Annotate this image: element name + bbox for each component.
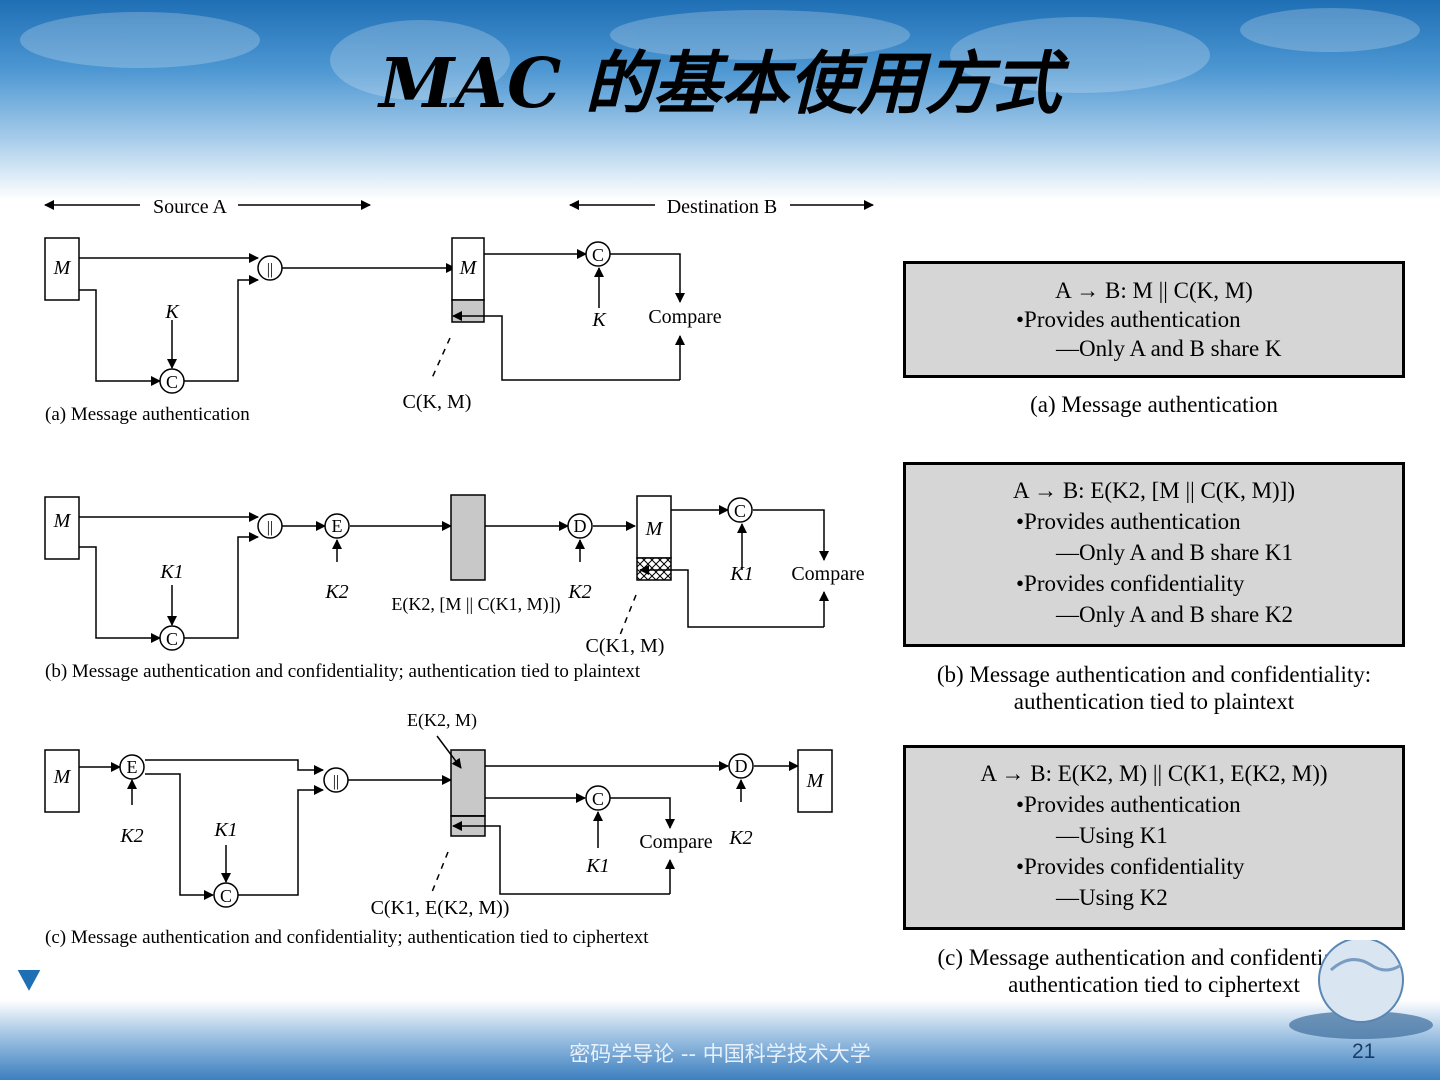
summary-box-c: A → B: E(K2, M) || C(K1, E(K2, M)) •Prov… [903, 745, 1405, 930]
summary-b-line4: •Provides confidentiality [1016, 571, 1245, 596]
a-key: K [164, 301, 180, 323]
summary-c-line4: •Provides confidentiality [1016, 854, 1245, 879]
source-label: Source A [153, 196, 227, 218]
summary-b-line1: A → B: E(K2, [M || C(K, M)]) [1013, 478, 1295, 503]
c-recv-key1: K1 [585, 855, 609, 877]
b-dec-key2: K2 [567, 581, 591, 603]
b-key2: K2 [324, 581, 348, 603]
page-number: 21 [1352, 1040, 1376, 1063]
a-recv-key: K [591, 309, 607, 331]
c-encrypt: E [127, 757, 138, 777]
summary-a-line3: —Only A and B share K [1056, 336, 1282, 361]
summary-box-b: A → B: E(K2, [M || C(K, M)]) •Provides a… [903, 462, 1405, 647]
summary-b-caption1: (b) Message authentication and confident… [936, 662, 1372, 687]
world-map-decoration [20, 8, 1420, 100]
c-compare: Compare [639, 831, 712, 853]
summary-c-line5: —Using K2 [1056, 885, 1168, 910]
c-mac-fn: C [220, 886, 232, 906]
summary-c-line1: A → B: E(K2, M) || C(K1, E(K2, M)) [980, 761, 1328, 786]
summary-a-caption: (a) Message authentication [903, 391, 1405, 418]
c-message: M [53, 766, 72, 788]
c-dec-key2: K2 [728, 827, 752, 849]
summary-a-caption1: (a) Message authentication [1030, 392, 1278, 417]
b-recv-message: M [645, 518, 664, 540]
header-background [0, 0, 1440, 200]
a-concat: || [267, 261, 273, 278]
summary-c-line2: •Provides authentication [1016, 792, 1241, 817]
a-compare: Compare [648, 306, 721, 328]
summary-c-line3: —Using K1 [1056, 823, 1168, 848]
footer-text: 密码学导论 -- 中国科学技术大学 [569, 1042, 871, 1066]
b-key1: K1 [159, 561, 183, 583]
b-mac-fn: C [166, 629, 178, 649]
a-recv-mac-fn: C [592, 245, 604, 265]
c-cipher-label: E(K2, M) [407, 710, 477, 731]
summary-b-caption2: authentication tied to plaintext [1013, 689, 1295, 714]
mac-flow-diagram: Source A Destination B M || C K M C K Co… [44, 196, 874, 948]
summary-c-caption2: authentication tied to ciphertext [1008, 972, 1300, 997]
a-mac-fn: C [166, 372, 178, 392]
nav-triangle-icon[interactable] [14, 965, 44, 995]
summary-c-caption1: (c) Message authentication and confident… [937, 945, 1371, 970]
c-decrypt: D [735, 756, 748, 776]
b-compare: Compare [791, 563, 864, 585]
b-message: M [53, 510, 72, 532]
summary-c-caption: (c) Message authentication and confident… [903, 944, 1405, 998]
c-output-message: M [806, 770, 825, 792]
summary-a-line1: A → B: M || C(K, M) [1055, 278, 1253, 303]
globe-icon [1289, 940, 1433, 1039]
footer-background [0, 1000, 1440, 1080]
c-recv-mac-fn: C [592, 789, 604, 809]
b-decrypt: D [574, 516, 587, 536]
a-caption: (a) Message authentication [45, 404, 250, 425]
c-mac-label: C(K1, E(K2, M)) [371, 897, 510, 919]
summary-b-line2: •Provides authentication [1016, 509, 1241, 534]
summary-b-caption: (b) Message authentication and confident… [903, 661, 1405, 715]
a-message: M [53, 257, 72, 279]
a-mac-label: C(K, M) [403, 391, 472, 413]
c-caption: (c) Message authentication and confident… [45, 927, 649, 948]
slide-title: MAC 的基本使用方式 [379, 44, 1061, 124]
a-recv-message: M [459, 257, 478, 279]
c-key2: K2 [119, 825, 143, 847]
summary-box-a: A → B: M || C(K, M) •Provides authentica… [903, 261, 1405, 378]
c-key1: K1 [213, 819, 237, 841]
summary-b-line5: —Only A and B share K2 [1056, 602, 1294, 627]
summary-a-line2: •Provides authentication [1016, 307, 1241, 332]
b-recv-mac-fn: C [734, 501, 746, 521]
b-cipher-label: E(K2, [M || C(K1, M)]) [391, 594, 560, 615]
b-concat: || [267, 519, 273, 536]
b-recv-key1: K1 [729, 563, 753, 585]
c-concat: || [333, 773, 339, 790]
destination-label: Destination B [667, 196, 778, 218]
b-mac-label: C(K1, M) [586, 635, 665, 657]
b-encrypt: E [332, 516, 343, 536]
b-caption: (b) Message authentication and confident… [45, 661, 641, 682]
summary-b-line3: —Only A and B share K1 [1056, 540, 1294, 565]
